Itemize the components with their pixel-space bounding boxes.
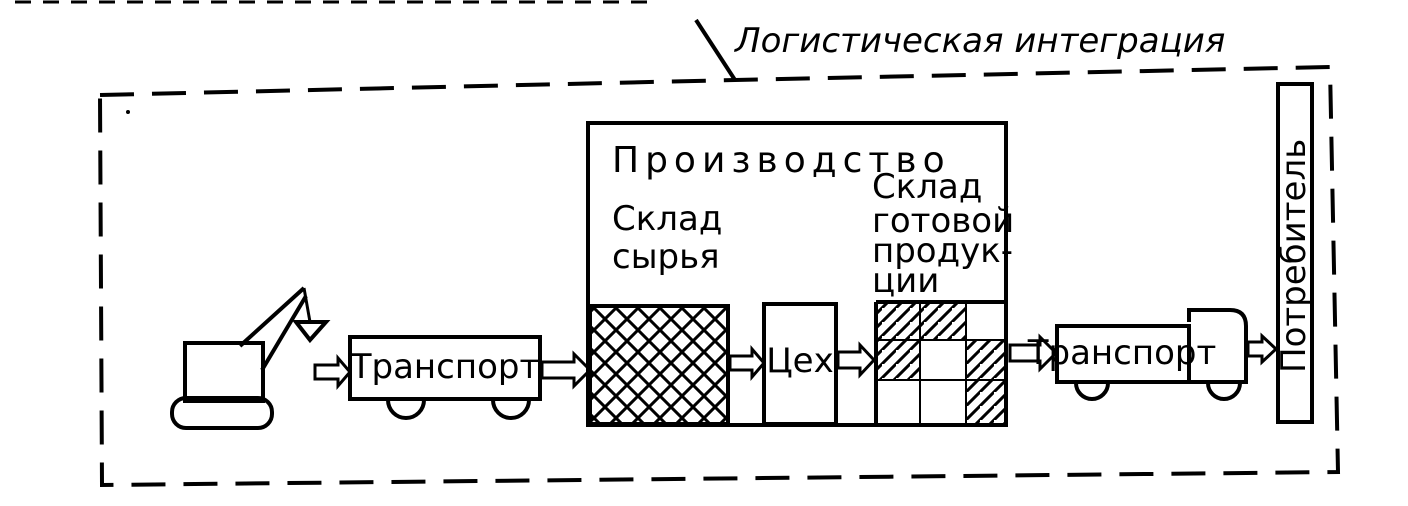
arrow-1 [313, 353, 352, 391]
frame-pointer-line [694, 18, 737, 82]
raw-warehouse-label-2: сырья [612, 237, 720, 277]
arrow-4 [836, 341, 877, 379]
finished-warehouse-grid [874, 300, 1006, 424]
finished-warehouse-label-2: готовой [872, 201, 1014, 241]
excavator-icon [170, 286, 331, 430]
consumer-node: Потребитель [1274, 82, 1314, 424]
production-block: Производство Склад сырья Склад готовой п… [586, 121, 1014, 427]
raw-warehouse-label-1: Склад [612, 199, 722, 239]
arrow-3 [728, 344, 766, 382]
production-title: Производство [612, 140, 951, 181]
transport-right-node: Транспорт [1027, 308, 1248, 401]
workshop-label: Цех [766, 341, 833, 381]
finished-warehouse-label-4: ции [872, 261, 939, 301]
transport-left-label: Транспорт [350, 347, 540, 387]
workshop-node [762, 302, 838, 426]
frame-title: Логистическая интеграция [733, 21, 1225, 61]
arrow-5 [1008, 333, 1059, 373]
transport-left-node: Транспорт [348, 335, 542, 420]
header-fragment [0, 0, 680, 12]
raw-warehouse-grid [588, 304, 730, 426]
finished-warehouse-label-1: Склад [872, 167, 982, 207]
arrow-2 [540, 350, 593, 390]
consumer-label: Потребитель [1274, 139, 1314, 373]
transport-right-label: Транспорт [1027, 333, 1217, 373]
finished-warehouse-label-3: продук- [872, 231, 1013, 271]
logistics-integration-frame: Логистическая интеграция [97, 18, 1341, 488]
scan-dot [126, 110, 130, 114]
arrow-6 [1246, 332, 1279, 366]
